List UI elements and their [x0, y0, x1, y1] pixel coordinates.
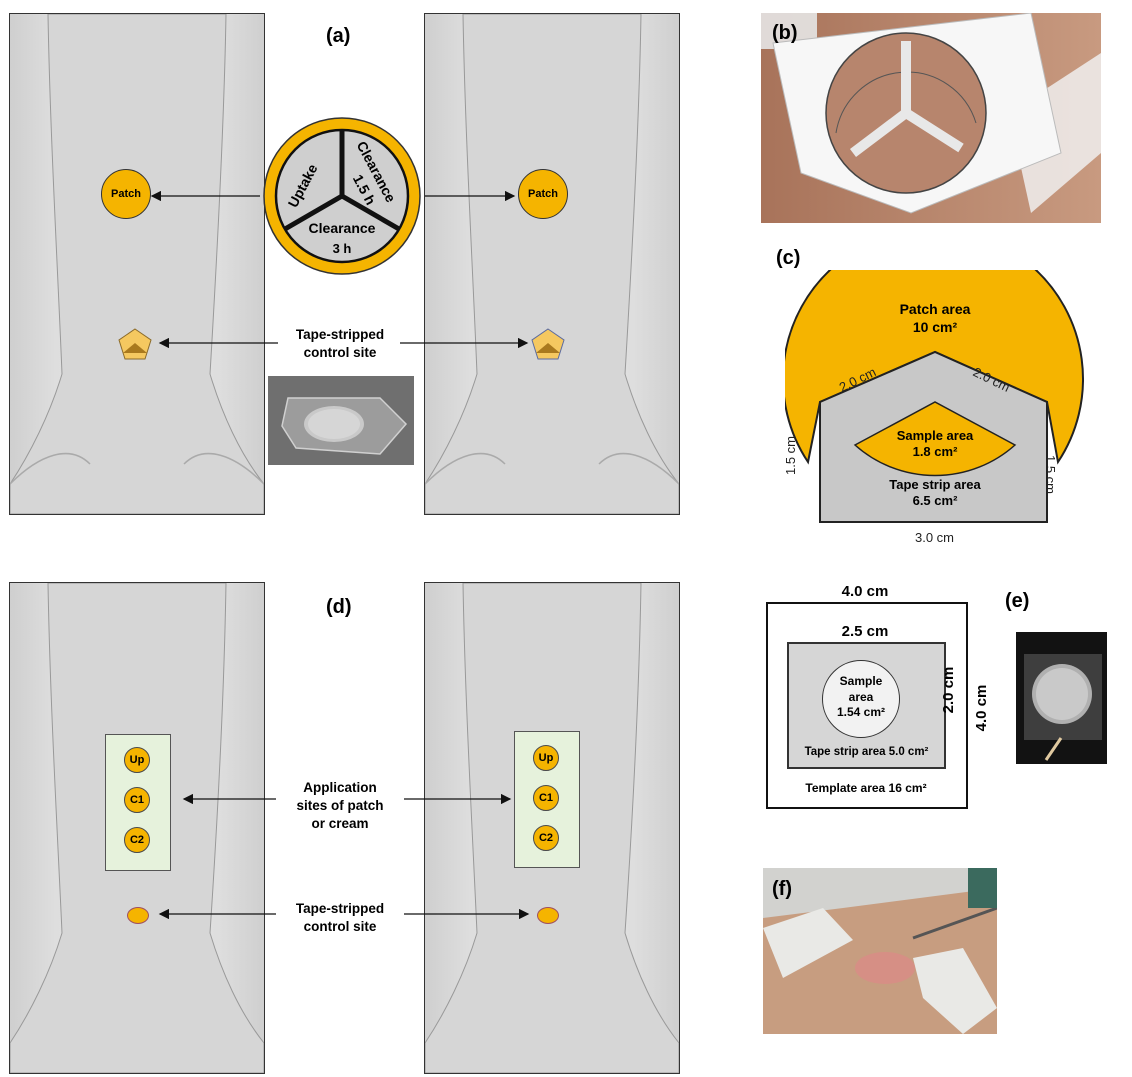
patch-on-arm-photo: [761, 13, 1101, 223]
template-area-label: Template area 16 cm²: [766, 781, 966, 795]
control-line-2: control site: [275, 344, 405, 362]
sample-area-title: Sample area: [870, 428, 1000, 444]
control-site-label-d: Tape-stripped control site: [275, 900, 405, 936]
tape-stripping-photo: [763, 868, 997, 1034]
control-line-2: control site: [275, 918, 405, 936]
bottom-length: 3.0 cm: [915, 530, 954, 545]
panel-label-e: (e): [1005, 590, 1029, 613]
sample-line-2: area: [822, 690, 900, 706]
outer-width-label: 4.0 cm: [830, 583, 900, 600]
application-sites-label: Application sites of patch or cream: [275, 779, 405, 834]
side-length-right: 1.5 cm: [1043, 455, 1058, 494]
sample-value: 1.54 cm²: [822, 705, 900, 721]
control-line-1: Tape-stripped: [275, 326, 405, 344]
control-site-pentagon-right: [530, 327, 566, 361]
tape-strip-area-label: Tape strip area 5.0 cm²: [787, 746, 946, 758]
sample-line-1: Sample: [822, 674, 900, 690]
app-line-3: or cream: [275, 815, 405, 833]
inner-width-label: 2.5 cm: [830, 623, 900, 640]
outer-height-label: 4.0 cm: [973, 678, 990, 738]
app-line-1: Application: [275, 779, 405, 797]
panel-label-f: (f): [772, 878, 792, 901]
inner-height-label: 2.0 cm: [940, 660, 957, 720]
tape-area-label: Tape strip area 6.5 cm²: [860, 477, 1010, 510]
control-site-pentagon-left: [117, 327, 153, 361]
tape-area-value: 6.5 cm²: [860, 493, 1010, 509]
patch-area-value: 10 cm²: [870, 318, 1000, 336]
panel-label-b: (b): [772, 22, 798, 45]
tape-strip-photo: [268, 376, 414, 465]
control-site-label-a: Tape-stripped control site: [275, 326, 405, 362]
patch-area-label: Patch area 10 cm²: [870, 300, 1000, 336]
sample-area-text: Sample area 1.54 cm²: [822, 674, 900, 721]
patch-area-title: Patch area: [870, 300, 1000, 318]
template-sample-photo: [1016, 632, 1107, 764]
app-line-2: sites of patch: [275, 797, 405, 815]
panel-label-c: (c): [776, 247, 800, 270]
control-line-1: Tape-stripped: [275, 900, 405, 918]
side-length-left: 1.5 cm: [783, 436, 798, 475]
tape-area-title: Tape strip area: [860, 477, 1010, 493]
sample-area-label: Sample area 1.8 cm²: [870, 428, 1000, 461]
sample-area-value: 1.8 cm²: [870, 444, 1000, 460]
